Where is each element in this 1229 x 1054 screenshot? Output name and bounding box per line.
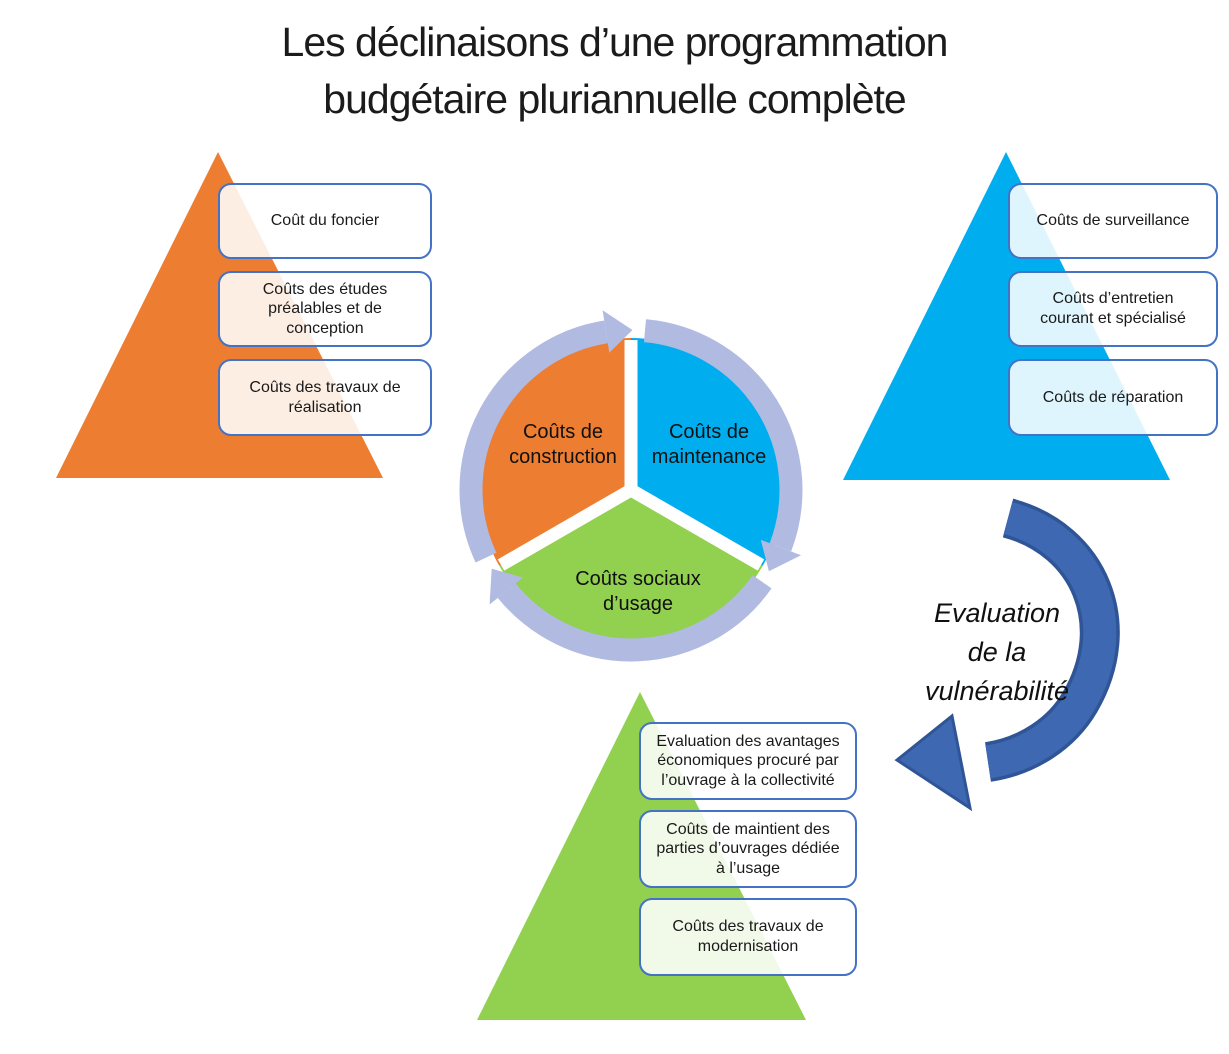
cycle-arrowhead-right-icon xyxy=(760,539,801,572)
cycle-arrowhead-top-icon xyxy=(602,310,633,353)
page-title-line2: budgétaire pluriannuelle complète xyxy=(323,76,906,122)
page-title: Les déclinaisons d’une programmation bud… xyxy=(0,14,1229,128)
vulnerability-note-line1: Evaluation xyxy=(933,598,1061,628)
construction-cost-box-1: Coût du foncier xyxy=(218,183,432,259)
maintenance-cost-box-2-label: Coûts d’entretien courant et spécialisé xyxy=(1040,290,1186,327)
vulnerability-arrow xyxy=(894,498,1120,812)
construction-cost-box-2: Coûts des études préalables et de concep… xyxy=(218,271,432,347)
maintenance-cost-box-2: Coûts d’entretien courant et spécialisé xyxy=(1008,271,1218,347)
usage-cost-box-3-label: Coûts des travaux de modernisation xyxy=(672,918,824,955)
maintenance-cost-box-1: Coûts de surveillance xyxy=(1008,183,1218,259)
usage-cost-box-1-label: Evaluation des avantages économiques pro… xyxy=(656,732,840,789)
cycle-label-construction: Coûts de construction xyxy=(509,421,617,468)
maintenance-cost-box-1-label: Coûts de surveillance xyxy=(1036,212,1190,230)
cycle-center-gap xyxy=(624,483,638,497)
construction-cost-box-3-label: Coûts des travaux de réalisation xyxy=(249,378,401,416)
cycle-ring-arc-right xyxy=(643,319,803,552)
cycle-arrowhead-left-icon xyxy=(489,568,523,605)
maintenance-cost-box-3-label: Coûts de réparation xyxy=(1042,388,1184,406)
cycle-divider-lines xyxy=(497,340,765,571)
cycle-ring-arc-left xyxy=(459,320,608,563)
usage-cost-box-2-label: Coûts de maintient des parties d’ouvrage… xyxy=(656,820,840,877)
usage-cost-box-3: Coûts des travaux de modernisation xyxy=(639,898,857,976)
usage-cost-box-1: Evaluation des avantages économiques pro… xyxy=(639,722,857,800)
cycle-label-usage: Coûts sociaux d’usage xyxy=(575,568,701,615)
vulnerability-note: Evaluation de la vulnérabilité xyxy=(872,594,1122,711)
cost-cycle-chart xyxy=(459,310,803,662)
page-title-line1: Les déclinaisons d’une programmation xyxy=(281,19,949,65)
vulnerability-arrowhead-icon xyxy=(894,713,973,812)
cycle-label-maintenance: Coûts de maintenance xyxy=(651,421,767,468)
construction-cost-box-1-label: Coût du foncier xyxy=(270,212,380,230)
construction-cost-box-3: Coûts des travaux de réalisation xyxy=(218,359,432,436)
usage-cost-box-2: Coûts de maintient des parties d’ouvrage… xyxy=(639,810,857,888)
vulnerability-note-line2: de la xyxy=(967,637,1027,667)
vulnerability-arrow-body xyxy=(985,502,1117,779)
vulnerability-note-line3: vulnérabilité xyxy=(924,676,1070,706)
construction-cost-box-2-label: Coûts des études préalables et de concep… xyxy=(262,280,388,337)
maintenance-cost-box-3: Coûts de réparation xyxy=(1008,359,1218,436)
cycle-ring-arc-bottom xyxy=(497,575,772,662)
cycle-sector-usage xyxy=(499,490,763,642)
